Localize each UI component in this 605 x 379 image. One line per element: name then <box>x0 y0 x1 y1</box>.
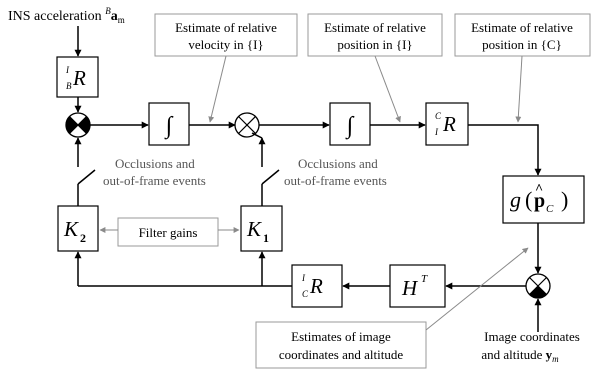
callout-position-c-line2: position in {C} <box>482 37 562 52</box>
rotation-c-to-i-block: I C R <box>291 264 343 308</box>
k2-symbol: K <box>63 217 79 241</box>
svg-text:and altitude ym: and altitude ym <box>481 347 559 364</box>
gfn-open-paren: ( <box>525 187 532 212</box>
occlusion-switch-right <box>258 137 280 206</box>
gfn-p: p <box>534 190 545 212</box>
k1-symbol: K <box>246 217 262 241</box>
gfn-hat: ^ <box>535 182 543 197</box>
svg-text:INS acceleration Bam: INS acceleration Bam <box>8 6 125 25</box>
switch-label-right-line2: out-of-frame events <box>284 173 387 188</box>
callout-position-i-pointer <box>374 55 401 123</box>
summing-junction-1 <box>65 112 91 138</box>
rot-bi-symbol: R <box>72 66 86 90</box>
measurement-line2: and altitude <box>481 347 545 362</box>
rot-ic-symbol: R <box>442 112 456 136</box>
callout-position-c-line1: Estimate of relative <box>471 20 573 35</box>
switch-label-left-line1: Occlusions and <box>115 156 195 171</box>
callout-relative-velocity: Estimate of relative velocity in {I} <box>154 13 298 57</box>
switch-label-left-line2: out-of-frame events <box>103 173 206 188</box>
measurement-symbol: y <box>546 347 553 362</box>
callout-image-line1: Estimates of image <box>291 329 391 344</box>
gfn-sub: C <box>546 203 554 215</box>
gfn-g: g <box>510 187 521 212</box>
input-label: INS acceleration Bam <box>8 6 125 25</box>
switch-right-to-sum2 <box>251 132 263 139</box>
summing-junction-2 <box>234 112 260 138</box>
callout-velocity-pointer <box>208 55 227 123</box>
integrator-2-block: ∫ <box>329 102 371 146</box>
callout-filter-gains-text: Filter gains <box>139 225 198 240</box>
input-label-text: INS acceleration <box>8 9 105 24</box>
switch-label-right: Occlusions and out-of-frame events <box>284 156 387 188</box>
k1-sub: 1 <box>263 231 269 245</box>
switch-label-left: Occlusions and out-of-frame events <box>103 156 206 188</box>
h-transpose-block: H T <box>389 264 446 308</box>
k2-sub: 2 <box>80 231 86 245</box>
input-label-symbol: a <box>111 9 118 24</box>
callout-image-pointer <box>425 247 529 331</box>
callout-velocity-line1: Estimate of relative <box>175 20 277 35</box>
rot-ic-presup: C <box>435 111 442 121</box>
callout-image-line2: coordinates and altitude <box>279 347 403 362</box>
measurement-function-block: g ( p ^ C ) <box>502 175 585 224</box>
rotation-b-to-i-block: I B R <box>56 56 99 98</box>
gfn-close-paren: ) <box>561 187 568 212</box>
rot-ic-to-gfn-arrow <box>468 124 542 176</box>
callout-image-estimates: Estimates of image coordinates and altit… <box>255 321 427 369</box>
rot-bi-presub: B <box>66 81 72 91</box>
measurement-line1: Image coordinates <box>484 329 580 344</box>
callout-position-i-line2: position in {I} <box>337 37 412 52</box>
measurement-sub: m <box>552 354 559 364</box>
switch-label-right-line1: Occlusions and <box>298 156 378 171</box>
rot-ci-presup: I <box>301 273 306 283</box>
ht-sup: T <box>421 273 428 285</box>
measurement-label: Image coordinates and altitude ym <box>481 329 579 364</box>
occlusion-switch-left <box>74 137 96 206</box>
int2-symbol: ∫ <box>345 113 355 140</box>
callout-position-c-pointer <box>515 55 523 123</box>
callout-velocity-line2: velocity in {I} <box>188 37 263 52</box>
input-label-subscript: m <box>118 15 125 25</box>
input-label-superscript: B <box>105 6 111 16</box>
callout-filter-gains: Filter gains <box>117 217 219 247</box>
rotation-i-to-c-block: C I R <box>425 102 469 146</box>
gain-k2-block: K 2 <box>57 205 99 252</box>
summing-junction-3 <box>525 273 551 299</box>
rot-ci-presub: C <box>302 289 309 299</box>
int1-symbol: ∫ <box>164 113 174 140</box>
ht-symbol: H <box>401 276 419 300</box>
integrator-1-block: ∫ <box>148 102 190 146</box>
rot-ci-symbol: R <box>309 274 323 298</box>
callout-relative-position-i: Estimate of relative position in {I} <box>307 13 443 57</box>
gain-k1-block: K 1 <box>240 205 283 252</box>
callout-position-i-line1: Estimate of relative <box>324 20 426 35</box>
rot-ic-presub: I <box>434 127 439 137</box>
callout-relative-position-c: Estimate of relative position in {C} <box>454 13 591 57</box>
rot-bi-presup: I <box>65 65 70 75</box>
